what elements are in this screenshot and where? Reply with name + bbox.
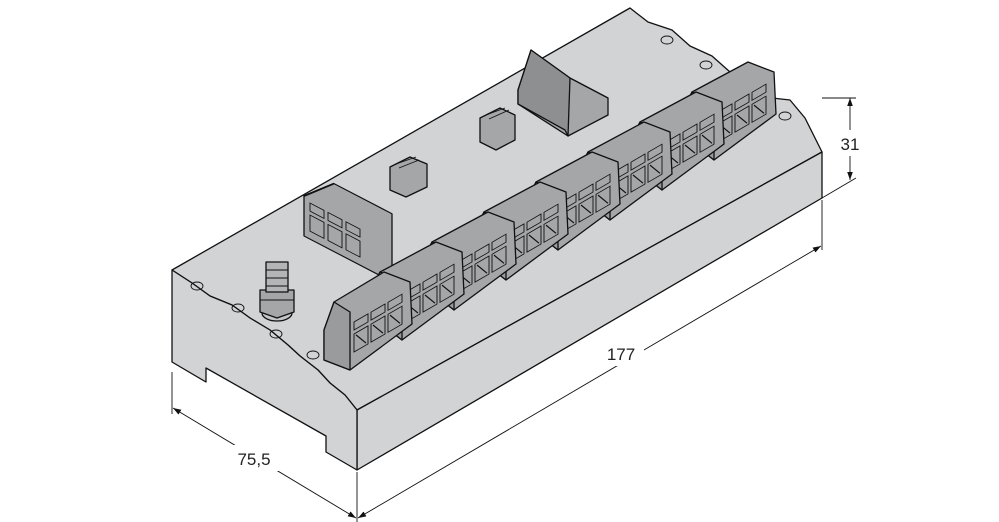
ground-stud (259, 261, 295, 322)
dip-switch (479, 107, 516, 151)
length-dimension-line (357, 245, 822, 519)
length-dimension-label: 177 (607, 345, 635, 364)
mounting-hole (190, 281, 204, 291)
bus-connector (517, 49, 609, 137)
mounting-hole (231, 303, 245, 313)
mounting-hole (269, 329, 283, 339)
mounting-holes (190, 35, 792, 360)
mounting-hole (660, 35, 674, 45)
depth-dimension-label: 75,5 (237, 450, 270, 469)
mounting-hole (306, 350, 320, 360)
mounting-hole (699, 60, 713, 70)
dimension-lines: 75,5 177 31 (171, 97, 864, 522)
mounting-hole (778, 111, 792, 121)
dip-switch (389, 156, 428, 198)
height-dimension-label: 31 (841, 135, 860, 154)
